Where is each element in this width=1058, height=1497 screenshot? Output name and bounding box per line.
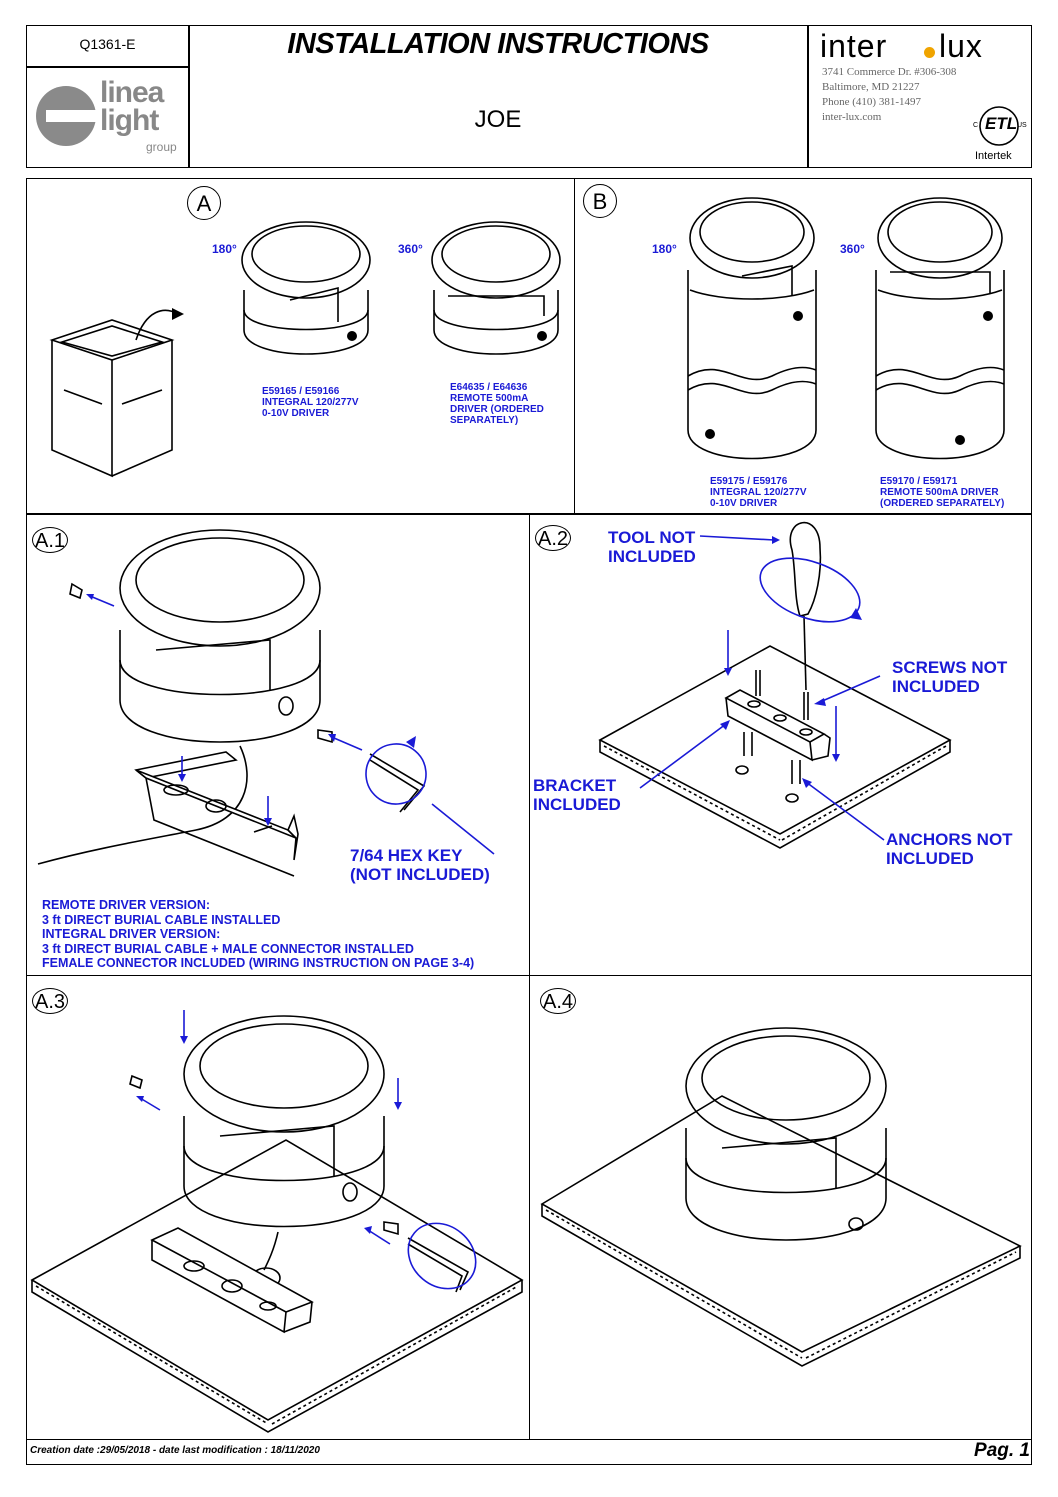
bracket-line: BRACKET [533, 776, 617, 795]
model-line: DRIVER (ORDERED [450, 404, 544, 415]
fixture-360-drawing [431, 221, 561, 355]
footer-frame [26, 1439, 1032, 1465]
step-a3-drawing [30, 1010, 524, 1433]
brand-right: lux [939, 28, 983, 64]
divider [807, 25, 809, 168]
note-line: FEMALE CONNECTOR INCLUDED (WIRING INSTRU… [42, 956, 475, 970]
step-a1-label: A.1 [32, 527, 68, 553]
panel-b-angle-180: 180° [652, 242, 677, 256]
bollard-180-drawing [687, 197, 817, 460]
step-a3-label: A.3 [32, 988, 68, 1014]
panel-b-model-360: E59170 / E59171 REMOTE 500mA DRIVER (ORD… [880, 476, 1004, 509]
product-name: JOE [474, 106, 522, 133]
divider [26, 66, 189, 68]
model-line: E59170 / E59171 [880, 476, 958, 487]
logo-line3: group [146, 140, 177, 154]
doc-code: Q1361-E [79, 36, 136, 52]
fixture-box-drawing [49, 308, 184, 478]
model-line: REMOTE 500mA DRIVER [880, 487, 999, 498]
footer-dates: Creation date :29/05/2018 - date last mo… [30, 1445, 320, 1456]
screws-line: INCLUDED [892, 677, 980, 696]
step-a1-drawing [37, 529, 495, 877]
model-line: INTEGRAL 120/277V [710, 487, 807, 498]
hex-key-line: (NOT INCLUDED) [350, 865, 490, 884]
model-line: INTEGRAL 120/277V [262, 397, 359, 408]
page-title: INSTALLATION INSTRUCTIONS [287, 28, 709, 60]
note-line: INTEGRAL DRIVER VERSION: [42, 927, 221, 941]
etl-mark: ETL [985, 114, 1018, 133]
model-line: E59165 / E59166 [262, 386, 340, 397]
step-a4-drawing [540, 1027, 1022, 1367]
screws-not-included: SCREWS NOT INCLUDED [892, 658, 1007, 696]
address-line-1: 3741 Commerce Dr. #306-308 [822, 66, 957, 78]
model-line: 0-10V DRIVER [262, 408, 330, 419]
panel-a-model-360: E64635 / E64636 REMOTE 500mA DRIVER (ORD… [450, 382, 544, 426]
panel-a-label: A [187, 186, 221, 220]
anchors-line: ANCHORS NOT [886, 830, 1013, 849]
note-line: 3 ft DIRECT BURIAL CABLE + MALE CONNECTO… [42, 941, 414, 956]
panel-a-angle-360: 360° [398, 242, 423, 256]
intertek: Intertek [975, 150, 1012, 162]
tool-line: INCLUDED [608, 547, 696, 566]
logo-line2: light [100, 104, 159, 137]
panel-a-model-180: E59165 / E59166 INTEGRAL 120/277V 0-10V … [262, 386, 359, 419]
brand-left: inter [820, 28, 888, 64]
panel-b-angle-360: 360° [840, 242, 865, 256]
model-line: SEPARATELY) [450, 415, 519, 426]
address-line-2: Baltimore, MD 21227 [822, 81, 920, 93]
brand-dot-icon [924, 47, 935, 58]
panel-b [574, 178, 1032, 514]
step-a1-notes: REMOTE DRIVER VERSION: 3 ft DIRECT BURIA… [42, 898, 474, 971]
panel-b-label: B [583, 184, 617, 218]
etl-us: US [1017, 122, 1027, 129]
hex-key-label: 7/64 HEX KEY (NOT INCLUDED) [350, 846, 490, 884]
note-line: REMOTE DRIVER VERSION: [42, 898, 211, 912]
etl-c: C [973, 122, 979, 129]
bracket-line: INCLUDED [533, 795, 621, 814]
anchors-line: INCLUDED [886, 849, 974, 868]
anchors-not-included: ANCHORS NOT INCLUDED [886, 830, 1013, 868]
bollard-360-drawing [875, 197, 1005, 460]
panel-a-angle-180: 180° [212, 242, 237, 256]
step-a2-drawing [598, 521, 952, 849]
phone: Phone (410) 381-1497 [822, 96, 921, 108]
model-line: E64635 / E64636 [450, 382, 528, 393]
header-frame [26, 25, 1032, 168]
screws-line: SCREWS NOT [892, 658, 1008, 677]
page-number: Pag. 1 [974, 1440, 1030, 1461]
etl-cert-icon: ETL C US Intertek [973, 102, 1027, 164]
logo-line1: linea [100, 76, 164, 109]
linea-light-logo: linea light group [30, 72, 190, 162]
interlux-logo: inter lux 3741 Commerce Dr. #306-308 Bal… [820, 28, 1030, 166]
website: inter-lux.com [822, 111, 882, 123]
panel-b-model-180: E59175 / E59176 INTEGRAL 120/277V 0-10V … [710, 476, 807, 509]
step-a4-label: A.4 [540, 988, 576, 1014]
model-line: 0-10V DRIVER [710, 498, 778, 509]
bracket-included: BRACKET INCLUDED [533, 776, 621, 814]
hex-key-line: 7/64 HEX KEY [350, 846, 463, 865]
tool-line: TOOL NOT [608, 528, 696, 547]
model-line: REMOTE 500mA [450, 393, 529, 404]
model-line: (ORDERED SEPARATELY) [880, 498, 1005, 509]
step-a2-label: A.2 [535, 525, 571, 551]
model-line: E59175 / E59176 [710, 476, 788, 487]
note-line: 3 ft DIRECT BURIAL CABLE INSTALLED [42, 912, 281, 927]
logo-mark-icon [36, 86, 96, 146]
tool-not-included: TOOL NOT INCLUDED [608, 528, 696, 566]
fixture-180-drawing [241, 221, 371, 355]
divider [188, 25, 190, 168]
